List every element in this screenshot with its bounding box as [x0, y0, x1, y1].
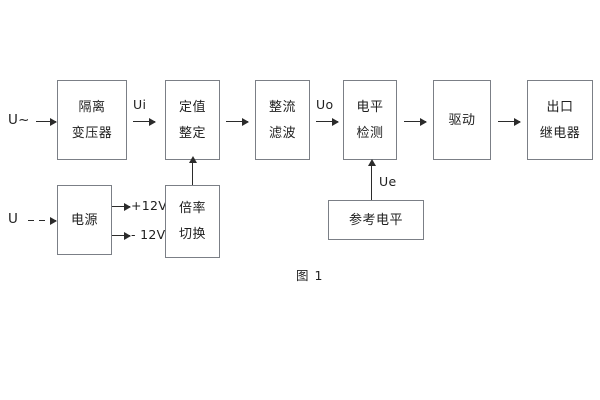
arrow-ac-input-to-isolation-transformer — [36, 117, 57, 126]
block-isolation-transformer-line-2: 变压器 — [71, 125, 113, 141]
block-rectify-filter-line-2: 滤波 — [268, 125, 296, 141]
signal-label-uo: Uo — [316, 97, 334, 112]
arrow-rail-positive — [112, 202, 131, 211]
block-setting-value: 定值 整定 — [165, 80, 220, 160]
block-multiplier-switch: 倍率 切换 — [165, 185, 220, 258]
block-power-supply-line-1: 电源 — [70, 212, 98, 228]
block-isolation-transformer-line-1: 隔离 — [78, 99, 106, 115]
block-power-supply: 电源 — [57, 185, 112, 255]
supply-rail-positive-label: +12V — [131, 198, 168, 213]
block-output-relay: 出口 继电器 — [527, 80, 593, 160]
block-rectify-filter-line-1: 整流 — [268, 99, 296, 115]
arrow-rectify-filter-to-level-detection — [316, 117, 339, 126]
block-reference-level-line-1: 参考电平 — [348, 212, 403, 228]
supply-rail-negative-label: - 12V — [131, 227, 166, 242]
block-level-detection: 电平 检测 — [343, 80, 397, 160]
block-rectify-filter: 整流 滤波 — [255, 80, 310, 160]
block-multiplier-switch-line-1: 倍率 — [178, 201, 206, 216]
arrow-isolation-transformer-to-setting-value — [133, 117, 156, 126]
block-multiplier-switch-line-2: 切换 — [178, 227, 206, 242]
arrow-drive-to-output-relay — [498, 117, 521, 126]
arrow-reference-level-to-level-detection — [367, 159, 376, 200]
block-level-detection-line-1: 电平 — [356, 99, 384, 115]
arrow-rail-negative — [112, 231, 131, 240]
signal-label-ue: Ue — [379, 174, 397, 189]
block-setting-value-line-1: 定值 — [178, 99, 206, 115]
block-level-detection-line-2: 检测 — [356, 125, 384, 141]
arrow-dc-input-to-power-supply — [28, 216, 57, 225]
block-drive-line-1: 驱动 — [448, 112, 476, 128]
arrow-multiplier-switch-to-setting-value — [188, 156, 197, 185]
input-label-dc: U — [8, 211, 19, 227]
block-setting-value-line-2: 整定 — [178, 125, 206, 141]
input-label-ac: U~ — [8, 112, 30, 128]
block-isolation-transformer: 隔离 变压器 — [57, 80, 127, 160]
block-output-relay-line-1: 出口 — [546, 99, 574, 115]
figure-caption: 图 1 — [296, 268, 324, 283]
block-drive: 驱动 — [433, 80, 491, 160]
block-output-relay-line-2: 继电器 — [539, 125, 581, 141]
signal-label-ui: Ui — [133, 97, 147, 112]
block-reference-level: 参考电平 — [328, 200, 424, 240]
arrow-level-detection-to-drive — [404, 117, 427, 126]
arrow-setting-value-to-rectify-filter — [226, 117, 249, 126]
